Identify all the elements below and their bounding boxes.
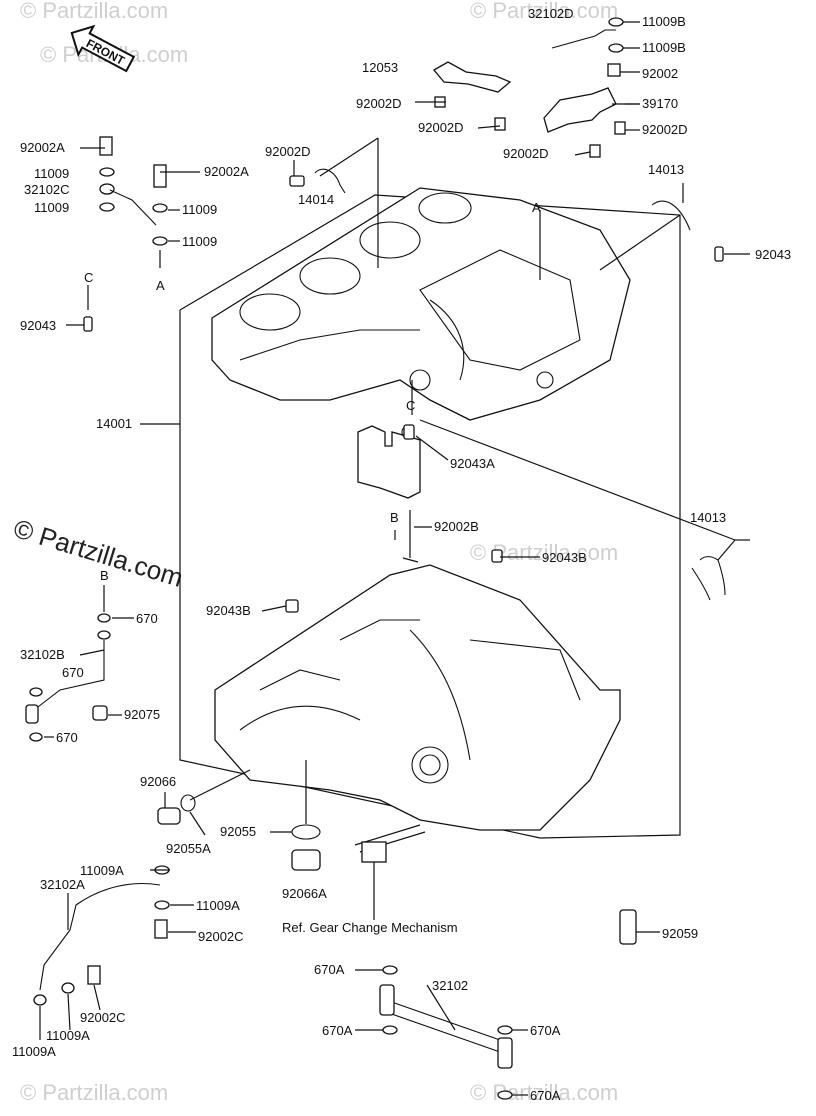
callout-39170: 39170 [642, 96, 678, 111]
watermark-text: © Partzilla.com [20, 1080, 168, 1105]
callout-11009: 11009 [34, 166, 69, 181]
callout-11009: 11009 [182, 202, 217, 217]
callout-92075: 92075 [124, 707, 160, 722]
reference-note: Ref. Gear Change Mechanism [282, 920, 458, 935]
callout-670A: 670A [530, 1023, 561, 1038]
callout-92002D: 92002D [642, 122, 688, 137]
callout-11009B: 11009B [642, 40, 686, 55]
ref-letter-A: A [156, 278, 165, 293]
callout-92002A: 92002A [20, 140, 65, 155]
callout-670: 670 [62, 665, 84, 680]
callout-92002D: 92002D [265, 144, 311, 159]
watermark-text: © Partzilla.com [20, 0, 168, 23]
ref-letter-C: C [406, 398, 415, 413]
callout-92002D: 92002D [418, 120, 464, 135]
watermark-text: © Partzilla.com [470, 0, 618, 23]
callout-92002: 92002 [642, 66, 678, 81]
watermark-text: © Partzilla.com [470, 1080, 618, 1105]
callout-92002C: 92002C [80, 1010, 126, 1025]
callout-32102B: 32102B [20, 647, 65, 662]
callout-32102A: 32102A [40, 877, 85, 892]
ref-letter-B: B [390, 510, 399, 525]
ref-letter-C: C [84, 270, 93, 285]
callout-92002A: 92002A [204, 164, 249, 179]
ref-letter-B: B [100, 568, 109, 583]
callout-92043B: 92043B [206, 603, 251, 618]
callout-92002C: 92002C [198, 929, 244, 944]
stud-bolt [402, 510, 419, 563]
callout-11009A: 11009A [80, 863, 124, 878]
callout-11009B: 11009B [642, 14, 686, 29]
callout-11009A: 11009A [196, 898, 240, 913]
callout-11009: 11009 [34, 200, 69, 215]
callout-14001: 14001 [96, 416, 132, 431]
watermark-group: © Partzilla.com © Partzilla.com © Partzi… [10, 0, 618, 1105]
callout-labels: 32102D 11009B 11009B 12053 92002 92002D … [12, 6, 791, 1103]
callout-670A: 670A [530, 1088, 561, 1103]
callout-11009A: 11009A [46, 1028, 90, 1043]
assembly-frame [179, 194, 681, 839]
callout-32102D: 32102D [528, 6, 574, 21]
lower-crankcase [214, 564, 621, 831]
callout-14014: 14014 [298, 192, 334, 207]
callout-92066: 92066 [140, 774, 176, 789]
upper-crankcase [211, 187, 631, 421]
callout-14013: 14013 [648, 162, 684, 177]
callout-32102C: 32102C [24, 182, 70, 197]
callout-14013: 14013 [690, 510, 726, 525]
ref-letter-A: A [532, 200, 541, 215]
callout-92066A: 92066A [282, 886, 327, 901]
callout-32102: 32102 [432, 978, 468, 993]
callout-92059: 92059 [662, 926, 698, 941]
callout-92002B: 92002B [434, 519, 479, 534]
callout-92043A: 92043A [450, 456, 495, 471]
callout-92055A: 92055A [166, 841, 211, 856]
callout-11009A: 11009A [12, 1044, 56, 1059]
leader-lines [39, 21, 750, 1096]
callout-92043: 92043 [20, 318, 56, 333]
callout-670: 670 [136, 611, 158, 626]
callout-670: 670 [56, 730, 78, 745]
callout-670A: 670A [322, 1023, 353, 1038]
callout-11009: 11009 [182, 234, 217, 249]
callout-92043: 92043 [755, 247, 791, 262]
small-parts [25, 17, 726, 1100]
watermark-text-dark: © Partzilla.com [10, 513, 186, 593]
callout-12053: 12053 [362, 60, 398, 75]
callout-92002D: 92002D [503, 146, 549, 161]
callout-92043B: 92043B [542, 550, 587, 565]
callout-92002D: 92002D [356, 96, 402, 111]
callout-92055: 92055 [220, 824, 256, 839]
callout-670A: 670A [314, 962, 345, 977]
